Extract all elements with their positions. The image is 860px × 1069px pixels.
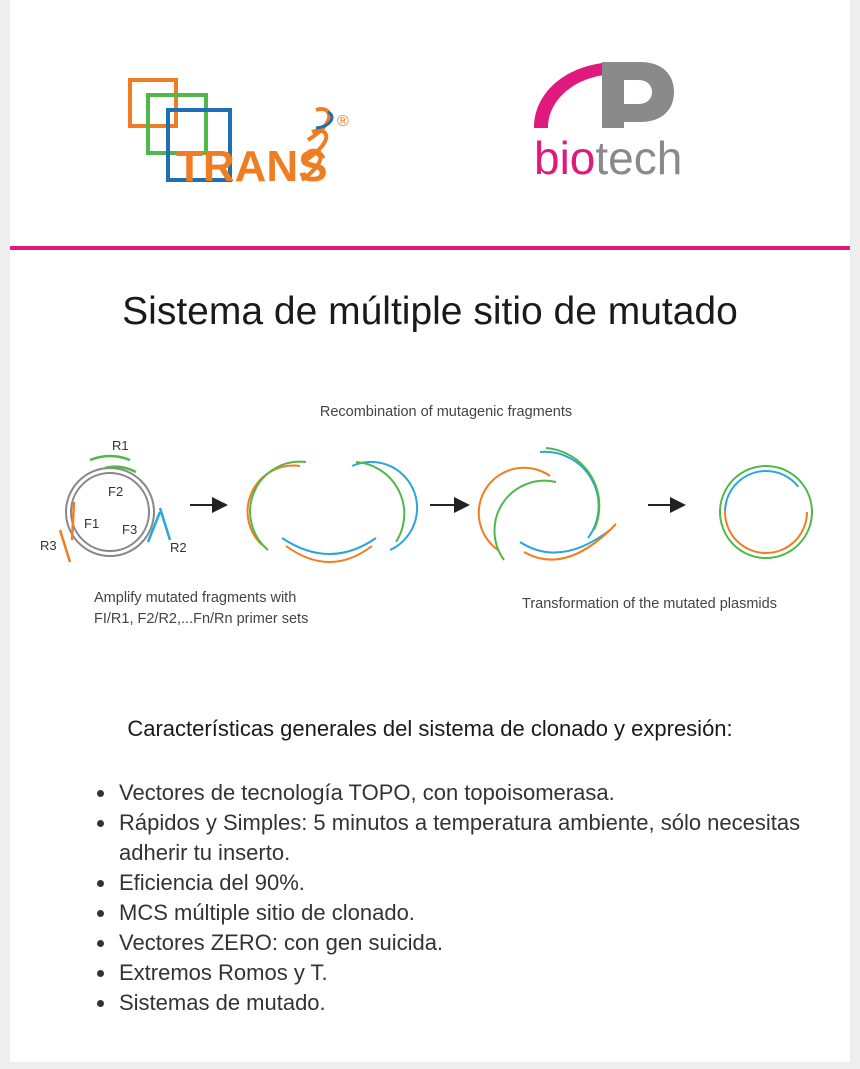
stage-3-recombination	[477, 447, 617, 561]
label-f3: F3	[122, 522, 137, 537]
features-heading: Características generales del sistema de…	[127, 716, 733, 741]
registered-mark: ®	[337, 113, 349, 130]
fragment-blue-right	[351, 460, 419, 551]
page: TRANS ® biotech Sistema de múltiple siti…	[10, 0, 850, 1062]
list-item: Rápidos y Simples: 5 minutos a temperatu…	[117, 808, 807, 868]
primer-r3-arrow-icon	[58, 529, 72, 563]
diagram-bottom-left-line2: FI/R1, F2/R2,...Fn/Rn primer sets	[94, 611, 308, 627]
trans-logo-helix-accent-icon	[315, 110, 334, 130]
label-r2: R2	[170, 540, 187, 555]
label-f1: F1	[84, 516, 99, 531]
label-f2: F2	[108, 484, 123, 499]
page-title: Sistema de múltiple sitio de mutado	[122, 290, 738, 333]
mutated-plasmid-blue	[724, 470, 808, 554]
biotech-logo: biotech	[534, 62, 682, 184]
recomb-orange	[477, 466, 551, 551]
list-item: Vectores de tecnología TOPO, con topoiso…	[117, 778, 807, 808]
list-item: Sistemas de mutado.	[117, 988, 807, 1018]
recomb-orange-bottom	[523, 523, 617, 561]
fragment-orange	[246, 464, 301, 546]
list-item: Vectores ZERO: con gen suicida.	[117, 928, 807, 958]
fragment-orange-bottom	[285, 545, 373, 563]
primer-r1-arrow-icon	[89, 454, 131, 462]
trans-logo-square-blue	[166, 108, 232, 182]
biotech-logo-p-icon	[602, 62, 674, 128]
mutated-plasmid-orange	[724, 470, 808, 554]
recomb-blue-bottom	[519, 529, 611, 554]
fragment-green-right	[355, 461, 406, 543]
label-r3: R3	[40, 538, 57, 553]
stage-2-fragments	[246, 460, 419, 563]
recomb-green	[493, 479, 557, 561]
header: TRANS ® biotech	[10, 0, 850, 246]
features-list: Vectores de tecnología TOPO, con topoiso…	[95, 778, 807, 1018]
mutated-plasmid-green	[719, 465, 813, 559]
recomb-blue	[539, 450, 600, 539]
trans-logo-text: TRANS	[176, 142, 328, 191]
logos-svg: TRANS ® biotech	[128, 62, 682, 191]
primer-f2-arrow-icon	[104, 465, 137, 474]
recomb-green-2	[545, 447, 601, 531]
header-divider	[10, 246, 850, 250]
trans-logo: TRANS ®	[128, 78, 349, 191]
primer-r2-arrow-icon	[158, 507, 172, 541]
stage-4-mutated-plasmid	[719, 465, 813, 559]
list-item: Extremos Romos y T.	[117, 958, 807, 988]
diagram-top-caption: Recombination of mutagenic fragments	[320, 404, 572, 420]
diagram-bottom-right: Transformation of the mutated plasmids	[522, 596, 777, 612]
plasmid-outer-ring	[65, 467, 155, 557]
stage-1-plasmid: R1 F2 F1 F3 R3 R2	[40, 438, 187, 563]
primer-f1-arrow-icon	[70, 501, 76, 541]
mutagenesis-diagram: Recombination of mutagenic fragments R1 …	[10, 390, 850, 640]
fragment-green	[249, 460, 307, 551]
list-item: MCS múltiple sitio de clonado.	[117, 898, 807, 928]
trans-logo-square-green	[146, 93, 208, 155]
primer-f3-arrow-icon	[146, 511, 162, 543]
label-r1: R1	[112, 438, 129, 453]
list-item: Eficiencia del 90%.	[117, 868, 807, 898]
fragment-blue-bottom	[281, 537, 377, 555]
diagram-bottom-left-line1: Amplify mutated fragments with	[94, 590, 296, 606]
diagram-svg: Recombination of mutagenic fragments R1 …	[40, 404, 813, 627]
plasmid-inner-ring	[70, 472, 150, 552]
trans-logo-helix-icon	[300, 107, 332, 182]
biotech-logo-text: biotech	[534, 132, 682, 184]
trans-logo-square-orange	[128, 78, 178, 128]
